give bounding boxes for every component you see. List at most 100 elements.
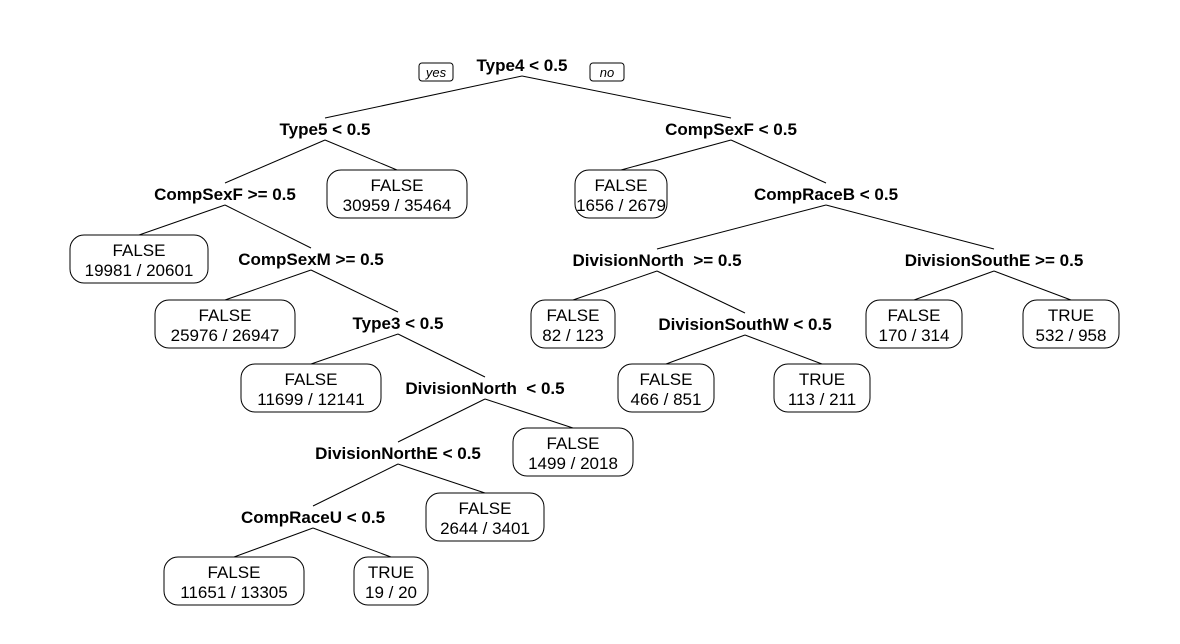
leaf-counts-label: 113 / 211 — [788, 390, 856, 409]
leaf-class-label: FALSE — [285, 370, 338, 389]
split-node: CompSexM >= 0.5 — [238, 250, 384, 269]
tree-edges — [138, 75, 1072, 558]
split-label: DivisionNorth < 0.5 — [405, 379, 564, 398]
split-label: DivisionNorth >= 0.5 — [572, 251, 741, 270]
tree-edge-n19-n23 — [484, 398, 574, 429]
tree-edge-n10-n15 — [656, 270, 746, 314]
split-node: DivisionSouthE >= 0.5 — [905, 251, 1084, 270]
leaf-class-label: FALSE — [199, 306, 252, 325]
leaf-class-label: FALSE — [640, 370, 693, 389]
leaf-class-label: FALSE — [547, 434, 600, 453]
branch-tags: yes no — [418, 62, 625, 82]
tree-edge-n13-n18 — [310, 333, 399, 365]
leaf-class-label: FALSE — [459, 499, 512, 518]
leaf-box — [530, 299, 616, 349]
leaf-box — [353, 556, 429, 606]
split-label: Type5 < 0.5 — [280, 120, 371, 139]
leaf-class-label: FALSE — [113, 241, 166, 260]
leaf-class-label: FALSE — [371, 176, 424, 195]
leaf-counts-label: 25976 / 26947 — [171, 326, 280, 345]
leaf-class-label: TRUE — [368, 563, 414, 582]
split-node: CompRaceB < 0.5 — [754, 185, 898, 204]
split-node: CompSexF >= 0.5 — [154, 185, 296, 204]
leaf-class-label: FALSE — [547, 306, 600, 325]
tree-edge-n10-n14 — [572, 270, 658, 301]
leaf-counts-label: 30959 / 35464 — [343, 196, 452, 215]
tree-edge-n3-n6 — [620, 139, 732, 171]
leaf-counts-label: 11651 / 13305 — [180, 583, 287, 602]
tree-edge-n1-n2 — [324, 75, 523, 119]
leaf-box — [617, 363, 715, 413]
split-label: CompSexF >= 0.5 — [154, 185, 296, 204]
leaf-box — [163, 556, 305, 606]
leaf-box — [154, 299, 296, 349]
tree-edge-n2-n5 — [324, 139, 398, 171]
yes-branch-tag: yes — [418, 62, 454, 82]
leaf-box — [773, 363, 871, 413]
tree-edge-n22-n24 — [312, 463, 399, 507]
tree-edge-n11-n16 — [913, 270, 995, 301]
tree-edge-n3-n7 — [730, 139, 827, 184]
split-label: CompSexM >= 0.5 — [238, 250, 384, 269]
tree-edge-n15-n21 — [744, 334, 823, 365]
tree-edge-n24-n26 — [233, 527, 314, 558]
leaf-class-label: FALSE — [888, 306, 941, 325]
tree-edge-n9-n12 — [224, 269, 312, 301]
leaf-class-label: FALSE — [208, 563, 261, 582]
leaf-class-label: FALSE — [595, 176, 648, 195]
leaf-counts-label: 170 / 314 — [879, 326, 950, 345]
no-branch-label: no — [600, 65, 614, 80]
leaf-counts-label: 2644 / 3401 — [440, 519, 530, 538]
split-label: Type4 < 0.5 — [477, 56, 568, 75]
tree-edge-n19-n22 — [397, 398, 486, 443]
leaf-counts-label: 11699 / 12141 — [257, 390, 364, 409]
tree-edge-n1-n3 — [521, 75, 732, 119]
tree-edge-n7-n11 — [825, 204, 995, 250]
leaf-counts-label: 82 / 123 — [542, 326, 603, 345]
leaf-counts-label: 1656 / 2679 — [576, 196, 666, 215]
yes-branch-label: yes — [425, 65, 447, 80]
split-label: CompRaceU < 0.5 — [241, 508, 385, 527]
split-label: CompRaceB < 0.5 — [754, 185, 898, 204]
tree-edge-n7-n10 — [656, 204, 827, 250]
split-label: DivisionSouthW < 0.5 — [658, 315, 831, 334]
leaf-box — [69, 234, 209, 284]
leaf-box — [512, 427, 634, 477]
split-node: DivisionNorthE < 0.5 — [315, 444, 481, 463]
split-node: DivisionSouthW < 0.5 — [658, 315, 831, 334]
leaf-box — [240, 363, 382, 413]
split-label: CompSexF < 0.5 — [665, 120, 797, 139]
leaf-box — [425, 492, 545, 542]
tree-edge-n4-n8 — [138, 204, 226, 236]
split-label: DivisionNorthE < 0.5 — [315, 444, 481, 463]
split-node: CompSexF < 0.5 — [665, 120, 797, 139]
tree-edge-n2-n4 — [224, 139, 326, 184]
split-node: Type5 < 0.5 — [280, 120, 371, 139]
split-label: Type3 < 0.5 — [353, 314, 444, 333]
tree-edge-n13-n19 — [397, 333, 486, 378]
tree-edge-n9-n13 — [310, 269, 399, 313]
split-node: CompRaceU < 0.5 — [241, 508, 385, 527]
leaf-counts-label: 466 / 851 — [631, 390, 702, 409]
split-node: DivisionNorth >= 0.5 — [572, 251, 741, 270]
split-node: Type4 < 0.5 — [477, 56, 568, 75]
leaf-counts-label: 19981 / 20601 — [85, 261, 194, 280]
split-label: DivisionSouthE >= 0.5 — [905, 251, 1084, 270]
leaf-class-label: TRUE — [799, 370, 845, 389]
split-node: Type3 < 0.5 — [353, 314, 444, 333]
